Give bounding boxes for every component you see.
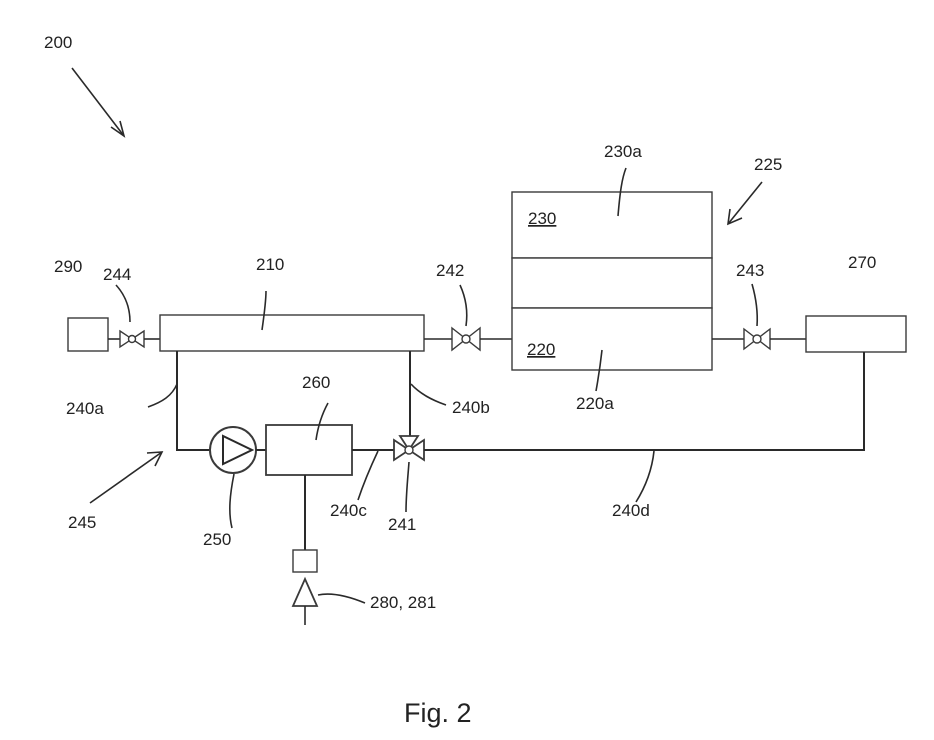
source-280-281-icon [293,550,317,625]
pump-250-icon [210,427,256,473]
label-280-281: 280, 281 [370,593,436,612]
label-270: 270 [848,253,876,272]
label-210: 210 [256,255,284,274]
label-240c: 240c [330,501,367,520]
label-242: 242 [436,261,464,280]
label-241: 241 [388,515,416,534]
label-245: 245 [68,513,96,532]
label-260: 260 [302,373,330,392]
label-240a: 240a [66,399,104,418]
box-270 [806,316,906,352]
box-290 [68,318,108,351]
label-250: 250 [203,530,231,549]
valve-241-icon [394,436,424,460]
valve-244-icon [120,331,144,347]
label-230a: 230a [604,142,642,161]
label-225: 225 [754,155,782,174]
arrow-225 [728,182,762,224]
label-243: 243 [736,261,764,280]
label-220: 220 [527,340,555,359]
label-240d: 240d [612,501,650,520]
box-210 [160,315,424,351]
label-200: 200 [44,33,72,52]
label-240b: 240b [452,398,490,417]
arrow-245 [90,452,162,503]
label-220a: 220a [576,394,614,413]
figure-caption: Fig. 2 [404,698,472,728]
label-230: 230 [528,209,556,228]
box-220 [512,308,712,370]
box-260 [266,425,352,475]
stack-middle-layer [512,258,712,308]
line-240a [177,351,210,450]
valve-242-icon [452,328,480,350]
valve-243-icon [744,329,770,349]
label-290: 290 [54,257,82,276]
label-244: 244 [103,265,131,284]
reference-arrow-200 [72,68,124,136]
